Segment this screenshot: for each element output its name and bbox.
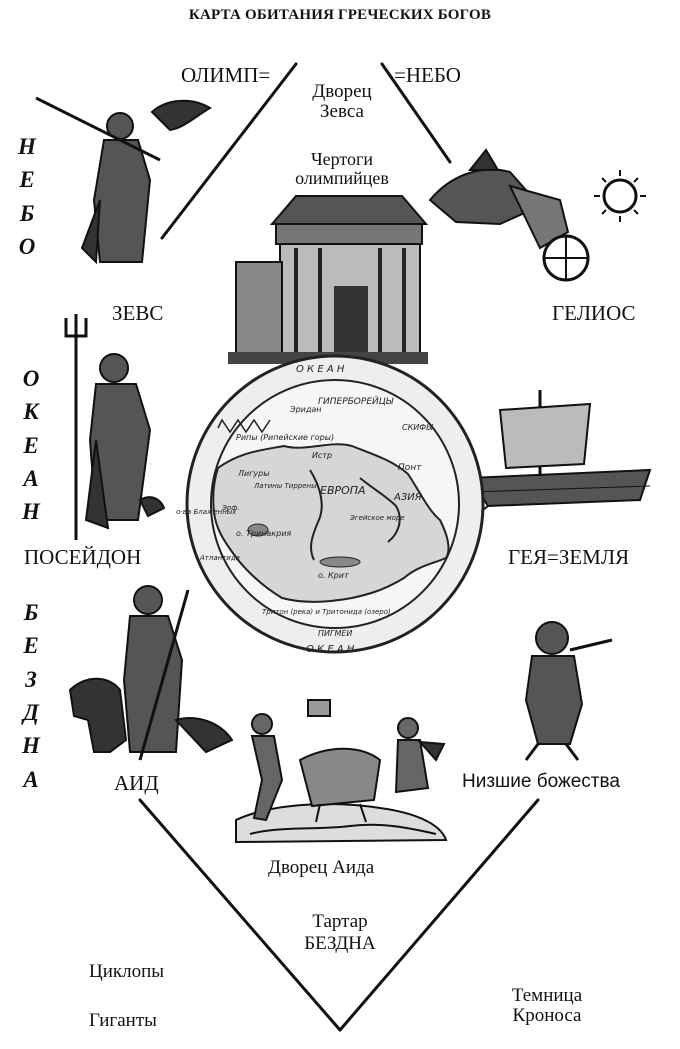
page-title: КАРТА ОБИТАНИЯ ГРЕЧЕСКИХ БОГОВ — [188, 7, 492, 23]
map-rips: Рипы (Рипейские горы) — [236, 433, 334, 442]
map-ocean-bottom: О К Е А Н — [306, 644, 355, 655]
abyss-label: БЕЗДНА — [304, 933, 376, 954]
map-scythians: СКИФЫ — [402, 423, 433, 432]
side-word-abyss: Б Е З Д Н А — [18, 596, 44, 796]
side-letter: А — [23, 466, 39, 492]
upper-diamond — [160, 62, 452, 240]
zeus-figure — [35, 96, 212, 265]
side-word-ocean: О К Е А Н — [18, 362, 44, 529]
side-letter: Н — [22, 499, 40, 525]
map-europe: ЕВРОПА — [320, 484, 366, 497]
side-letter: З — [25, 666, 37, 692]
helios-label: ГЕЛИОС — [552, 301, 636, 325]
ship-illustration — [468, 390, 652, 521]
hades-figure — [68, 585, 234, 761]
lower-diamond — [138, 798, 540, 1032]
side-letter: Е — [23, 633, 39, 659]
gaia-label: ГЕЯ=ЗЕМЛЯ — [508, 545, 630, 569]
poseidon-figure — [64, 314, 166, 540]
tartarus-label: Тартар — [312, 911, 368, 932]
map-trinacria: о. Тринакрия — [236, 529, 291, 538]
map-ligurians: Лигуры — [237, 469, 270, 478]
side-letter: Е — [23, 432, 39, 458]
side-letter: О — [18, 234, 36, 260]
side-letter: Б — [19, 200, 35, 226]
zeus-palace-label: Дворец Зевса — [312, 81, 372, 122]
map-aegean: Эгейское море — [349, 514, 405, 522]
poseidon-label: ПОСЕЙДОН — [24, 545, 142, 569]
kronos-prison-label: Темница Кроноса — [511, 985, 583, 1026]
side-letter: Б — [23, 600, 39, 625]
map-ocean-top: О К Е А Н — [296, 364, 345, 375]
map-triton: Тритон (река) и Тритонида (озеро) — [262, 608, 391, 616]
lower-deities-figure — [524, 621, 613, 761]
olymp-label: ОЛИМП= — [181, 63, 271, 87]
olympian-halls-label: Чертоги олимпийцев — [295, 149, 389, 188]
lower-deities-label: Низшие божества — [462, 771, 620, 792]
side-letter: К — [23, 399, 39, 425]
cyclopes-label: Циклопы — [89, 961, 165, 982]
map-hyperboreans: ГИПЕРБОРЕЙЦЫ — [318, 395, 394, 407]
side-letter: Д — [23, 700, 39, 726]
map-tyrrhenians: Латины Тиррены — [253, 482, 317, 490]
side-letter: Н — [22, 733, 40, 759]
map-asia: АЗИЯ — [393, 492, 422, 503]
world-map — [185, 354, 485, 654]
zeus-label: ЗЕВС — [112, 301, 164, 325]
side-letter: А — [23, 766, 39, 792]
map-pont: Понт — [398, 463, 422, 473]
helios-figure — [428, 148, 646, 282]
giants-label: Гиганты — [89, 1010, 157, 1031]
hades-palace-label: Дворец Аида — [268, 857, 375, 878]
temple-illustration — [228, 195, 429, 364]
side-letter: О — [22, 366, 40, 391]
map-blessed-isles: о-вa Блаженных — [176, 508, 237, 516]
hades-label: АИД — [114, 771, 159, 795]
map-crete: о. Крит — [318, 571, 349, 580]
side-letter: Е — [19, 167, 35, 193]
map-erytheia: Эрф. — [221, 504, 240, 512]
map-atlantic: Атлантида — [199, 554, 240, 562]
map-pygmies: ПИГМЕИ — [318, 629, 352, 638]
side-word-sky: Н Е Б О — [14, 130, 40, 263]
map-istr: Истр — [312, 451, 332, 460]
map-eridan: Эридан — [289, 405, 322, 414]
hades-palace-scene — [235, 699, 448, 844]
nebo-label: =НЕБО — [394, 63, 461, 87]
side-letter: Н — [18, 134, 36, 159]
